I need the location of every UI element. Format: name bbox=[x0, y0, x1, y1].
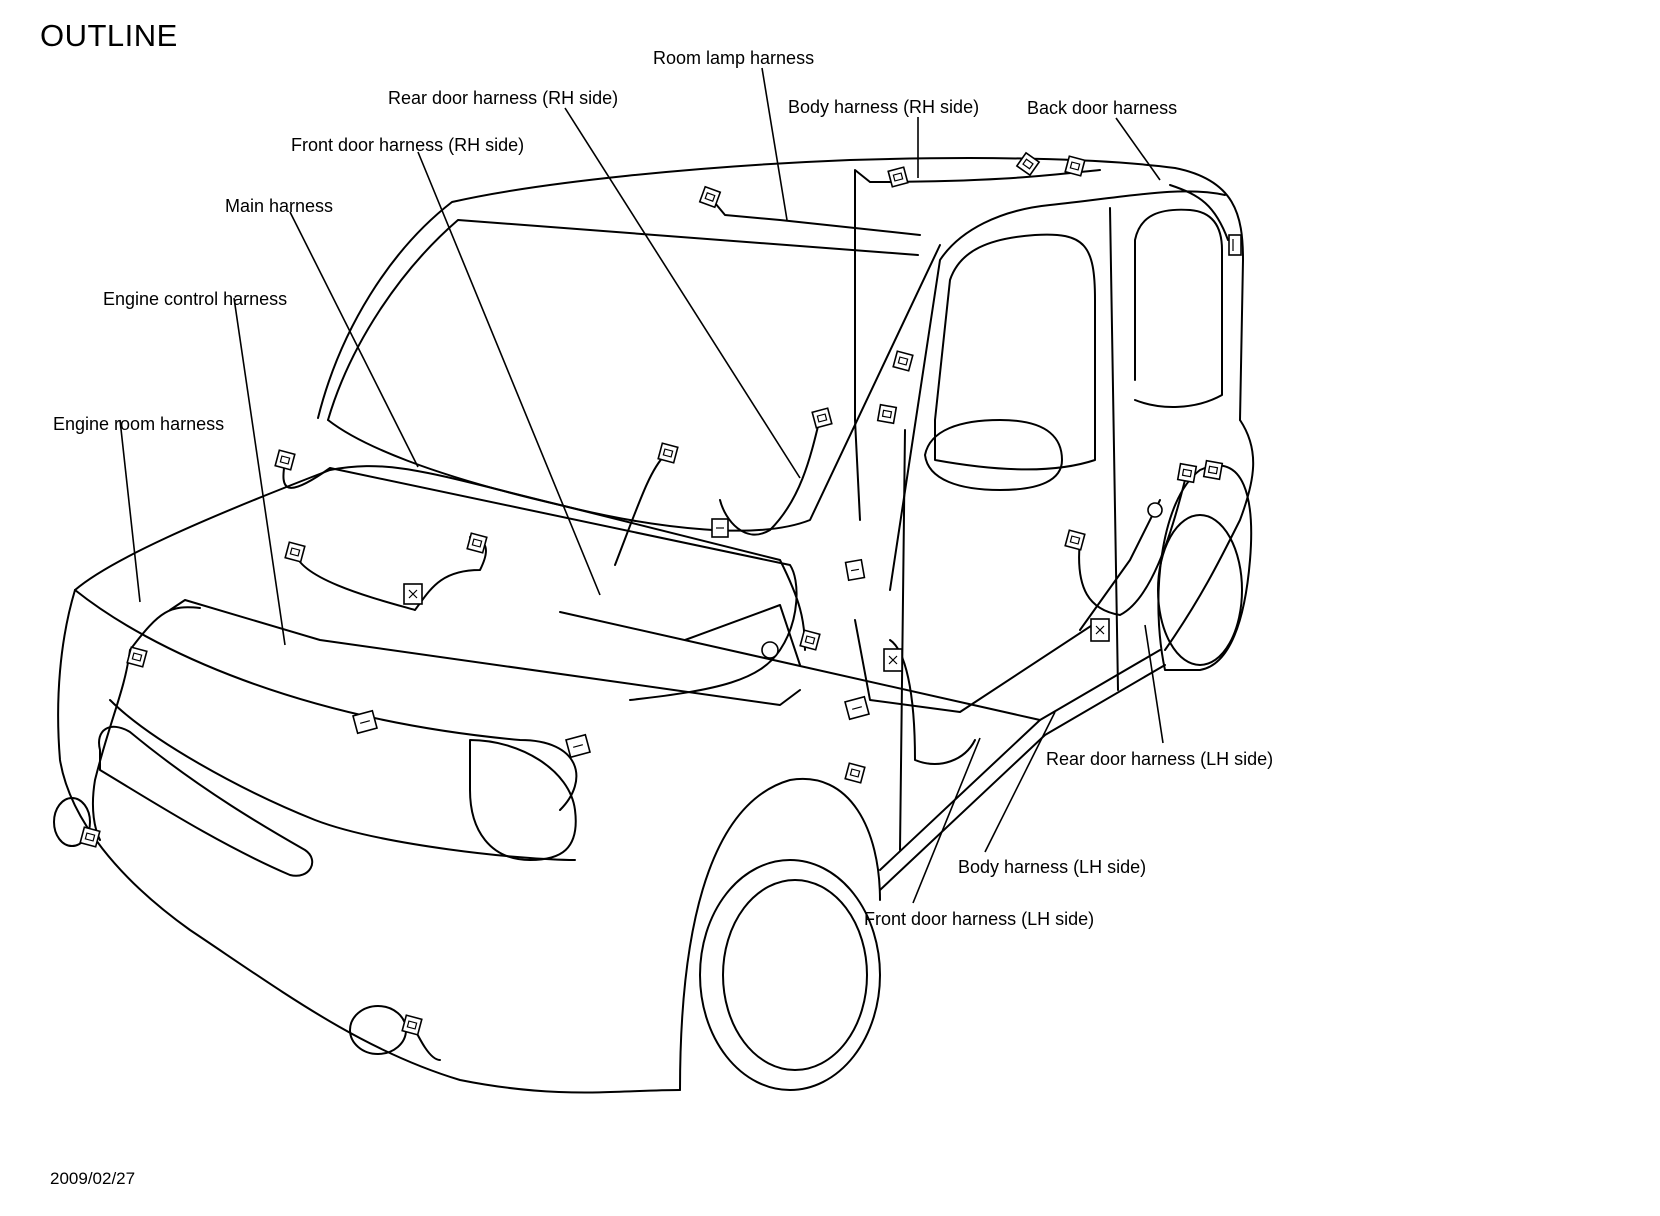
engine-control-leader bbox=[233, 297, 286, 646]
connector bbox=[892, 350, 914, 372]
room-lamp-harness-route bbox=[709, 196, 921, 236]
connector bbox=[844, 762, 866, 784]
label-engine-control-harness: Engine control harness bbox=[103, 289, 287, 309]
connectors bbox=[79, 151, 1242, 1036]
label-main-harness: Main harness bbox=[225, 196, 333, 216]
connector bbox=[1176, 462, 1198, 484]
rear-door-lh-leader bbox=[1144, 624, 1164, 744]
body-lh-leader bbox=[984, 711, 1056, 853]
engine-room-leader bbox=[119, 419, 141, 603]
connector bbox=[1064, 155, 1086, 177]
front-face-outline bbox=[57, 589, 681, 1094]
connector bbox=[79, 826, 101, 848]
rear-quarter-window bbox=[1134, 208, 1223, 408]
cabin-crossmember bbox=[684, 604, 801, 666]
front-door-rh-leader bbox=[417, 151, 601, 596]
connector bbox=[887, 166, 909, 188]
connector bbox=[565, 733, 591, 759]
side-sill-lower bbox=[879, 664, 1166, 891]
front-door-lh-leader bbox=[912, 737, 981, 904]
label-rear-door-harness-lh: Rear door harness (LH side) bbox=[1046, 749, 1273, 769]
connector bbox=[1090, 618, 1110, 642]
connector bbox=[844, 695, 870, 721]
a-pillar-outline bbox=[889, 190, 1226, 591]
dashboard-outline bbox=[169, 599, 801, 706]
headlight-outline bbox=[469, 739, 577, 861]
leader-lines bbox=[119, 67, 1164, 904]
connector bbox=[657, 442, 679, 464]
page-title: OUTLINE bbox=[40, 18, 178, 53]
front-grille-outline bbox=[109, 699, 576, 861]
connector bbox=[1228, 234, 1242, 256]
connector bbox=[274, 449, 296, 471]
label-room-lamp-harness: Room lamp harness bbox=[653, 48, 814, 68]
connector bbox=[876, 403, 898, 425]
front-wheel-arch bbox=[679, 777, 881, 1091]
label-front-door-harness-rh: Front door harness (RH side) bbox=[291, 135, 524, 155]
main-harness-route bbox=[282, 461, 798, 701]
rear-door-rh-harness-route bbox=[719, 417, 821, 536]
label-engine-room-harness: Engine room harness bbox=[53, 414, 224, 434]
connector bbox=[401, 1014, 423, 1036]
rear-door-lh-harness-route bbox=[1078, 479, 1186, 616]
connector bbox=[1064, 529, 1086, 551]
body-lh-harness-route bbox=[854, 619, 1101, 713]
connector bbox=[352, 709, 378, 735]
front-wheel bbox=[699, 859, 881, 1091]
document-date: 2009/02/27 bbox=[50, 1169, 136, 1188]
connector bbox=[1015, 151, 1041, 177]
connector bbox=[711, 518, 729, 538]
hood-front-edge bbox=[74, 589, 578, 811]
front-door-edge bbox=[899, 429, 906, 851]
back-door-leader bbox=[1115, 117, 1161, 181]
label-back-door-harness: Back door harness bbox=[1027, 98, 1177, 118]
back-door-harness-route bbox=[1169, 184, 1229, 241]
connector bbox=[466, 532, 488, 554]
connector bbox=[811, 407, 833, 429]
connector bbox=[1147, 502, 1163, 518]
main-leader bbox=[289, 211, 419, 468]
connector bbox=[126, 646, 148, 668]
connector bbox=[883, 648, 903, 672]
roof-inner-outline bbox=[327, 219, 919, 421]
rear-wheel-arch bbox=[1157, 464, 1253, 671]
connector bbox=[761, 641, 779, 659]
engine-control-harness-route bbox=[294, 536, 487, 611]
label-body-harness-rh: Body harness (RH side) bbox=[788, 97, 979, 117]
front-wheel-hub bbox=[722, 879, 868, 1071]
connector bbox=[799, 629, 821, 651]
left-fog-lamp bbox=[53, 797, 91, 847]
label-front-door-harness-lh: Front door harness (LH side) bbox=[864, 909, 1094, 929]
rear-body-outline bbox=[1164, 419, 1255, 651]
b-pillar-outline bbox=[1109, 207, 1119, 691]
harness-labels: Room lamp harness Rear door harness (RH … bbox=[53, 48, 1273, 929]
rear-door-rh-leader bbox=[564, 107, 801, 479]
engine-room-harness-route bbox=[91, 606, 201, 841]
connector bbox=[1202, 459, 1224, 481]
label-rear-door-harness-rh: Rear door harness (RH side) bbox=[388, 88, 618, 108]
vehicle-outline bbox=[53, 157, 1255, 1094]
front-door-window bbox=[934, 233, 1096, 471]
label-body-harness-lh: Body harness (LH side) bbox=[958, 857, 1146, 877]
door-mirror bbox=[924, 419, 1063, 491]
front-door-rh-harness-route bbox=[614, 454, 666, 566]
front-bumper-slot bbox=[98, 725, 314, 877]
connector bbox=[403, 583, 423, 605]
lh-sill-harness-route bbox=[1079, 499, 1161, 631]
hood-outline bbox=[74, 465, 806, 651]
connector bbox=[698, 185, 722, 209]
connector bbox=[844, 558, 866, 582]
roof-outline bbox=[317, 157, 1244, 421]
room-lamp-leader bbox=[761, 67, 788, 221]
connector bbox=[284, 541, 306, 563]
